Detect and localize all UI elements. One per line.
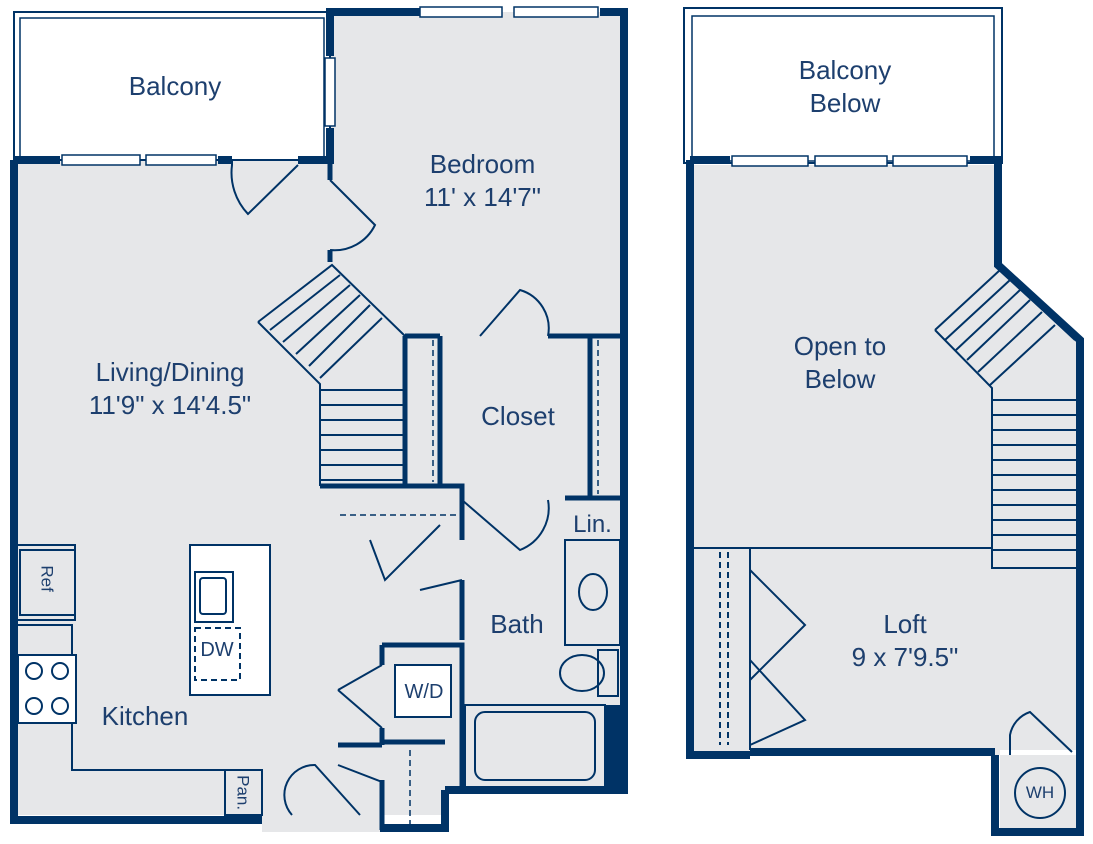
upper-exterior-walls	[686, 156, 1084, 836]
upper-interior	[690, 268, 1076, 819]
kitchen-label: Kitchen	[101, 701, 189, 731]
open-to-below-line1: Open to	[793, 331, 887, 361]
bedroom-label: Bedroom 11' x 14'7"	[400, 148, 565, 213]
water-heater	[1014, 767, 1066, 819]
lower-interior-walls	[320, 160, 624, 830]
stove	[17, 654, 77, 724]
dw-label: DW	[200, 639, 234, 661]
ref-label: Ref	[37, 565, 57, 592]
balcony-below-label: Balcony Below	[780, 54, 910, 119]
linen-label: Lin.	[573, 511, 612, 538]
living-dining-label: Living/Dining 11'9" x 14'4.5"	[70, 356, 270, 421]
toilet-tank	[597, 649, 619, 697]
loft-label: Loft 9 x 7'9.5"	[835, 608, 975, 673]
living-dining-name: Living/Dining	[95, 357, 245, 387]
open-to-below-line2: Below	[804, 363, 876, 394]
lower-doors	[230, 160, 550, 816]
bedroom-size: 11' x 14'7"	[424, 181, 541, 212]
kitchen-sink	[199, 577, 227, 615]
washer-dryer	[394, 664, 452, 718]
refrigerator	[19, 549, 76, 616]
bath-label: Bath	[490, 609, 544, 639]
upper-level	[683, 7, 1084, 836]
closet-label: Closet	[481, 401, 555, 431]
balcony-below-line2: Below	[809, 87, 881, 118]
balcony-below-line1: Balcony	[798, 55, 892, 85]
dishwasher	[194, 627, 241, 681]
lower-exterior-walls	[10, 8, 628, 832]
living-dining-size: 11'9" x 14'4.5"	[88, 389, 252, 420]
toilet	[559, 654, 605, 692]
lower-fixtures	[14, 539, 621, 816]
bedroom-name: Bedroom	[429, 149, 536, 179]
lower-level	[10, 6, 628, 832]
wh-label: WH	[1025, 783, 1055, 802]
balcony-below-area	[683, 7, 1003, 164]
balcony-label: Balcony	[128, 71, 222, 101]
open-to-below-label: Open to Below	[775, 330, 905, 395]
lower-stairs	[257, 263, 406, 486]
vanity	[564, 539, 621, 646]
pantry-label: Pan.	[233, 775, 253, 811]
kitchen-island	[189, 544, 271, 696]
wd-label: W/D	[404, 681, 444, 703]
loft-size: 9 x 7'9.5"	[851, 641, 959, 672]
loft-name: Loft	[883, 609, 927, 639]
